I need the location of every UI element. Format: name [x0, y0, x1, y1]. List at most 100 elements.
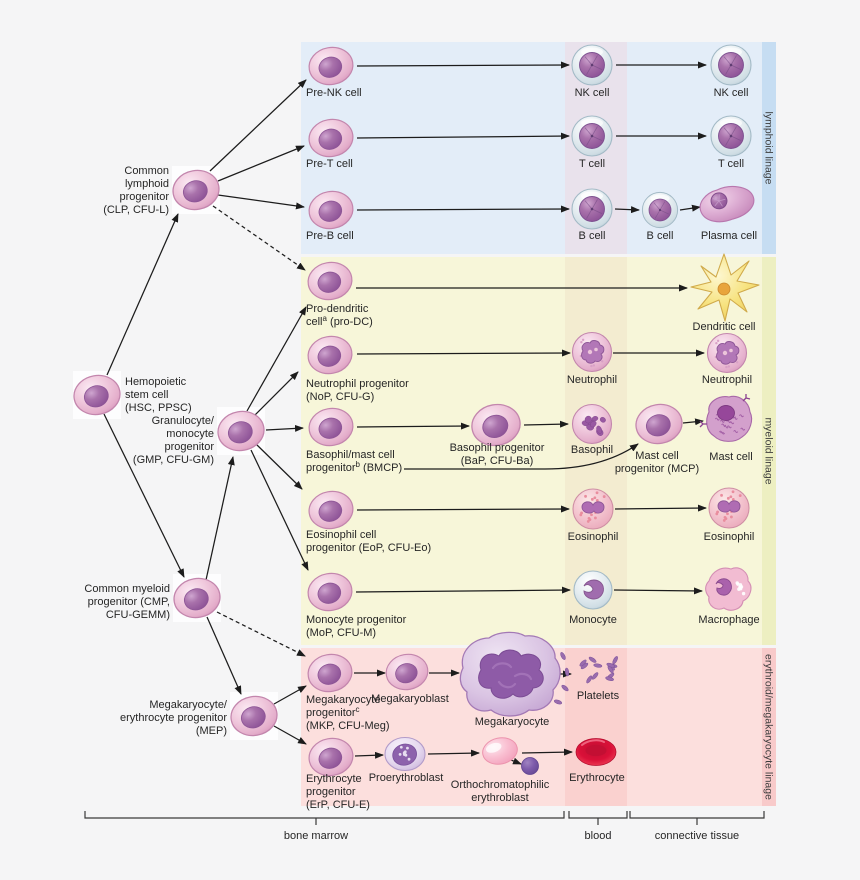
highlight-boxes: [73, 166, 278, 740]
cell-neutrophil-blood: [571, 331, 613, 373]
cell-proerythroblast: [384, 736, 426, 772]
label-nk-blood-line0: NK cell: [575, 87, 610, 99]
label-mkp-line2: (MKP, CFU-Meg): [306, 720, 390, 732]
label-t-blood-line0: T cell: [579, 158, 605, 170]
arrow-27: [523, 420, 569, 428]
arrow-1: [103, 413, 185, 578]
arrow-24: [356, 349, 571, 357]
label-eop-line0: Eosinophil cell: [306, 529, 376, 541]
cell-eosinophil-tissue: [708, 487, 750, 529]
cell-basophil: [571, 403, 613, 445]
label-neutrophil-blood-line0: Neutrophil: [567, 374, 617, 386]
cell-platelets: [579, 656, 618, 684]
label-clp-line3: (CLP, CFU-L): [103, 204, 169, 216]
label-hsc-line2: (HSC, PPSC): [125, 402, 192, 414]
region-myeloid: [301, 257, 776, 645]
arrow-20: [356, 205, 570, 213]
cell-erp: [308, 737, 354, 777]
label-hsc-line1: stem cell: [125, 389, 168, 401]
label-clp-line1: lymphoid: [125, 178, 169, 190]
label-pro-dc-line0: Pro-dendritic: [306, 303, 369, 315]
arrow-37: [354, 751, 384, 759]
arrow-13: [265, 424, 304, 432]
cell-neutrophil-tissue: [706, 332, 748, 374]
label-mcp-line1: progenitor (MCP): [615, 463, 699, 475]
label-ortho-erythroblast-line0: Orthochromatophilic: [451, 779, 550, 791]
axis-bracket-blood: [568, 811, 628, 819]
arrow-18: [356, 132, 570, 140]
arrow-6: [205, 456, 235, 581]
label-macrophage-line0: Macrophage: [698, 614, 759, 626]
label-mast-cell-line0: Mast cell: [709, 451, 752, 463]
arrow-4: [217, 194, 305, 210]
label-b-tissue-line0: B cell: [647, 230, 674, 242]
lineage-strip-label-lymphoid: lymphoid linage: [763, 112, 775, 185]
region-lymphoid: [301, 42, 776, 254]
cell-hsc: [73, 374, 121, 416]
label-pro-dc-line1: cella (pro-DC): [306, 314, 373, 328]
lineage-strip-label-erythroid: erythroid/megakaryocyte linage: [763, 654, 775, 800]
arrow-7: [216, 611, 306, 657]
lineage-strip-erythroid: [762, 648, 776, 806]
cell-pre-nk: [308, 46, 354, 86]
label-nk-tissue-line0: NK cell: [714, 87, 749, 99]
label-pre-t-line0: Pre-T cell: [306, 158, 353, 170]
cell-bmcp: [308, 407, 354, 447]
label-mep-line0: Megakaryocyte/: [149, 699, 228, 711]
label-proerythroblast-line0: Proerythroblast: [369, 772, 444, 784]
cell-mop: [307, 572, 353, 612]
cell-mast-cell: [699, 394, 753, 442]
label-cmp-line0: Common myeloid: [84, 583, 170, 595]
axis-label-connective-tissue: connective tissue: [655, 830, 739, 842]
label-mkp-line1: progenitorc: [306, 705, 360, 719]
arrow-12: [252, 371, 299, 418]
label-b-blood-line0: B cell: [579, 230, 606, 242]
cell-cmp: [173, 577, 221, 619]
label-mcp-line0: Mast cell: [635, 450, 678, 462]
arrow-5: [212, 205, 306, 271]
arrow-31: [614, 504, 707, 512]
label-pre-b-line0: Pre-B cell: [306, 230, 354, 242]
arrow-28: [682, 418, 704, 426]
arrow-26: [356, 422, 470, 430]
axis-label-bone-marrow: bone marrow: [284, 830, 348, 842]
arrow-33: [613, 587, 703, 595]
cell-eosinophil-blood: [572, 488, 614, 530]
cell-mcp: [635, 403, 683, 445]
label-nop-line1: (NoP, CFU-G): [306, 391, 374, 403]
arrow-8: [206, 616, 242, 695]
label-clp-line0: Common: [124, 165, 169, 177]
arrow-15: [250, 449, 309, 571]
arrow-16: [356, 61, 570, 69]
lineage-strip-label-myeloid: myeloid linage: [763, 417, 775, 484]
label-megakaryocyte-line0: Megakaryocyte: [475, 716, 550, 728]
arrow-9: [273, 685, 307, 705]
label-mop-line1: (MoP, CFU-M): [306, 627, 376, 639]
cell-b-blood: [571, 188, 613, 230]
label-eosinophil-blood-line0: Eosinophil: [568, 531, 619, 543]
arrow-3: [217, 145, 305, 182]
cell-t-blood: [571, 115, 613, 157]
arrow-29: [404, 443, 639, 470]
label-dendritic-cell-line0: Dendritic cell: [693, 321, 756, 333]
arrow-32: [355, 586, 571, 594]
arrow-0: [106, 213, 179, 376]
cell-bap: [471, 403, 521, 447]
label-bap-line1: (BaP, CFU-Ba): [461, 455, 534, 467]
cell-t-tissue: [710, 115, 752, 157]
arrow-11: [246, 306, 307, 412]
cell-erythrocyte: [575, 738, 617, 766]
cell-mkp: [307, 653, 353, 693]
cell-plasma-cell: [699, 185, 755, 223]
label-eop-line1: progenitor (EoP, CFU-Eo): [306, 542, 431, 554]
label-bmcp-line0: Basophil/mast cell: [306, 449, 395, 461]
label-erp-line1: progenitor: [306, 786, 356, 798]
cells: [73, 44, 760, 777]
arrow-22: [679, 204, 701, 212]
label-neutrophil-tissue-line0: Neutrophil: [702, 374, 752, 386]
label-eosinophil-tissue-line0: Eosinophil: [704, 531, 755, 543]
arrow-2: [209, 79, 307, 172]
arrow-10: [273, 725, 307, 745]
